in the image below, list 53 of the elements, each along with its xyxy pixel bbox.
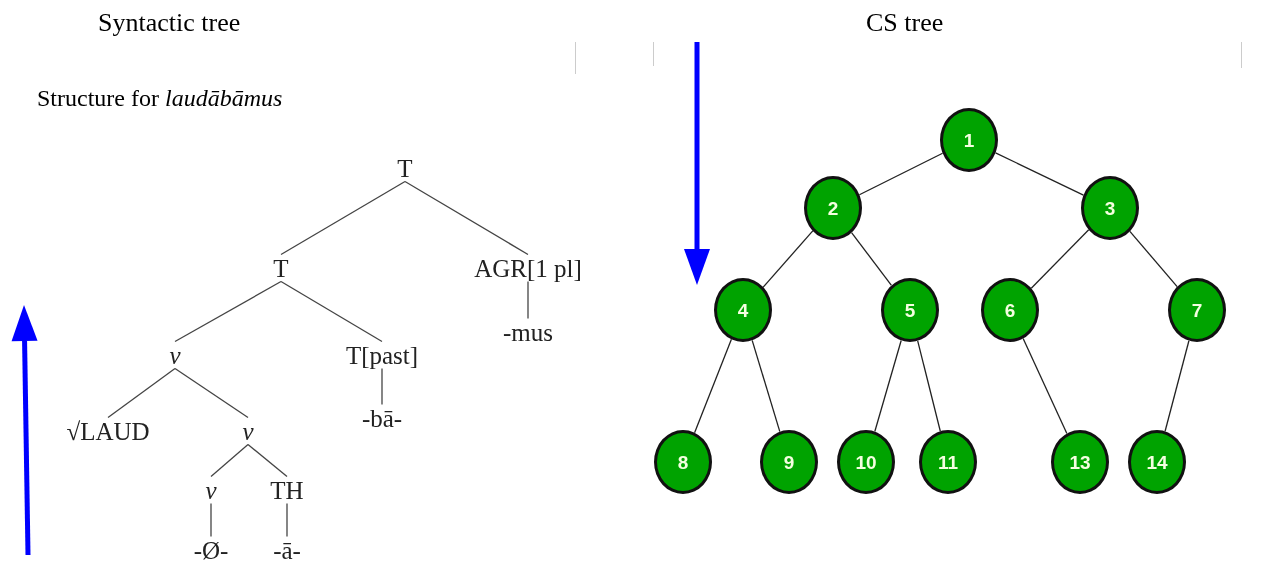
tree-branch xyxy=(174,367,249,419)
tree-branch xyxy=(1022,337,1068,435)
tree-branch xyxy=(874,339,902,433)
tree-node-label: -Ø- xyxy=(193,537,229,563)
tree-node-label: v xyxy=(242,418,254,444)
tree-branch xyxy=(286,502,288,538)
tree-node-label: TH xyxy=(270,477,304,503)
tree-branch xyxy=(404,180,529,256)
tree-node-circle: 10 xyxy=(837,430,895,494)
tree-branch xyxy=(1030,229,1090,289)
tree-node-label: -ā- xyxy=(273,537,301,563)
tree-branch xyxy=(174,280,282,343)
tree-node-circle: 5 xyxy=(881,278,939,342)
tree-branch xyxy=(1129,230,1178,288)
tree-branch xyxy=(751,339,781,433)
tree-node-label: -bā- xyxy=(361,405,403,431)
tree-branch xyxy=(280,280,383,343)
tree-node-circle: 8 xyxy=(654,430,712,494)
tree-branch xyxy=(850,231,893,287)
tree-branch xyxy=(107,367,176,419)
tree-node-circle: 7 xyxy=(1168,278,1226,342)
tree-node-circle: 1 xyxy=(940,108,998,172)
tree-branch xyxy=(762,230,814,288)
tree-node-label: T xyxy=(273,255,289,281)
tree-node-circle: 13 xyxy=(1051,430,1109,494)
tree-node-label: v xyxy=(205,477,217,503)
tree-node-label: √LAUD xyxy=(66,418,150,444)
tree-node-label: v xyxy=(169,342,181,368)
tree-branch xyxy=(917,340,941,432)
tree-branch xyxy=(381,367,383,406)
tree-node-label: AGR[1 pl] xyxy=(474,255,582,281)
structure-caption: Structure for laudābāmus xyxy=(37,85,283,112)
tree-branch xyxy=(693,338,733,434)
tree-node-circle: 2 xyxy=(804,176,862,240)
tree-branch xyxy=(210,443,249,478)
tree-node-circle: 9 xyxy=(760,430,818,494)
tree-node-circle: 3 xyxy=(1081,176,1139,240)
tree-branch xyxy=(247,443,288,478)
tree-node-label: T[past] xyxy=(345,342,419,368)
tree-branch xyxy=(527,280,529,320)
tree-node-circle: 11 xyxy=(919,430,977,494)
tree-branch xyxy=(858,152,944,196)
tree-node-circle: 14 xyxy=(1128,430,1186,494)
section-heading: Syntactic tree xyxy=(98,8,241,38)
tree-node-label: T xyxy=(397,155,413,181)
tree-node-circle: 6 xyxy=(981,278,1039,342)
tree-branch xyxy=(210,502,212,538)
tree-branch xyxy=(994,152,1085,196)
tree-branch xyxy=(280,180,406,256)
tree-node-circle: 4 xyxy=(714,278,772,342)
tree-node-label: -mus xyxy=(503,319,553,345)
section-heading: CS tree xyxy=(866,8,944,38)
tree-branch xyxy=(1164,340,1190,432)
